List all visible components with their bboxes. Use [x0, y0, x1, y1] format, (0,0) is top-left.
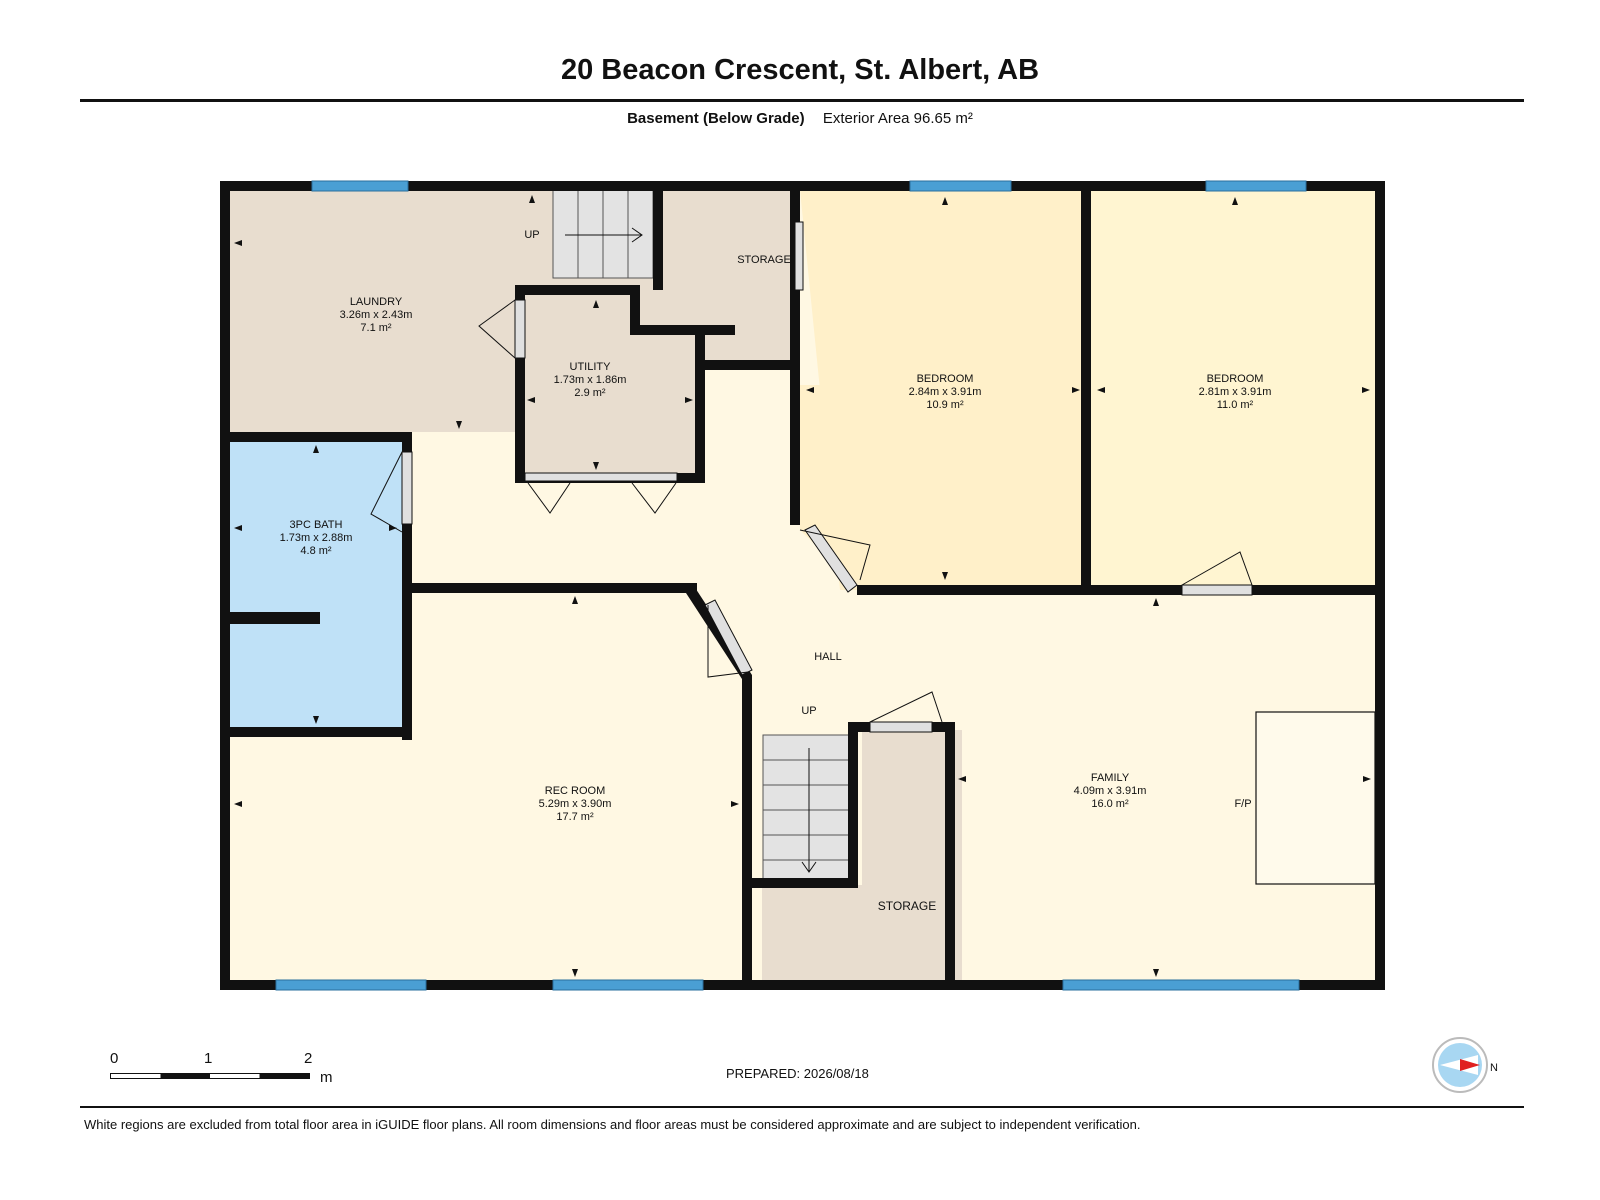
windows	[275, 180, 1307, 991]
utility-bifold-door	[524, 472, 678, 482]
bath-name: 3PC BATH	[290, 519, 343, 531]
footer-rule	[80, 1106, 1524, 1108]
laundry-area: 7.1 m²	[360, 322, 392, 334]
fireplace-outline	[1255, 711, 1376, 885]
bath-door	[401, 451, 413, 525]
stair-up-label-top: UP	[524, 229, 539, 241]
bedroom1-door	[804, 524, 858, 593]
bath-fill	[225, 442, 407, 730]
doors	[370, 221, 1253, 733]
bedroom2-area: 11.0 m²	[1217, 399, 1254, 411]
window	[1062, 979, 1300, 991]
scale-bar: 0 1 2 m	[110, 1050, 350, 1090]
rec-room-name: REC ROOM	[545, 785, 606, 797]
bedroom1-name: BEDROOM	[917, 373, 974, 385]
level-label: Basement (Below Grade)	[627, 110, 805, 127]
storage-door	[794, 221, 804, 291]
window	[552, 979, 704, 991]
prepared-date: PREPARED: 2026/08/18	[726, 1066, 869, 1081]
north-exterior-wall	[220, 181, 1385, 191]
bedroom1-fill-upper	[800, 190, 1085, 590]
bedroom2-name: BEDROOM	[1207, 373, 1264, 385]
utility-dimensions: 1.73m x 1.86m	[554, 374, 627, 386]
plan-subtitle: Basement (Below Grade) Exterior Area 96.…	[0, 110, 1600, 127]
scale-tick-1: 1	[204, 1050, 213, 1067]
scale-bar-graphic	[110, 1073, 310, 1079]
utility-door	[514, 299, 526, 359]
window	[311, 180, 409, 192]
window	[909, 180, 1012, 192]
window	[275, 979, 427, 991]
fireplace-label: F/P	[1234, 798, 1251, 810]
plan-title: 20 Beacon Crescent, St. Albert, AB	[560, 54, 1040, 86]
utility-area: 2.9 m²	[574, 387, 606, 399]
bath-area: 4.8 m²	[300, 545, 332, 557]
hall-label: HALL	[814, 651, 842, 663]
scale-tick-0: 0	[110, 1050, 119, 1067]
utility-name: UTILITY	[570, 361, 612, 373]
north-compass-icon: N	[1432, 1037, 1498, 1093]
scale-tick-2: 2	[304, 1050, 313, 1067]
family-dimensions: 4.09m x 3.91m	[1074, 785, 1147, 797]
bedroom1-dimensions: 2.84m x 3.91m	[909, 386, 982, 398]
family-area: 16.0 m²	[1091, 798, 1129, 810]
room-labels: LAUNDRY 3.26m x 2.43m 7.1 m² UTILITY 1.7…	[280, 229, 1272, 913]
window	[1205, 180, 1307, 192]
stair-up-label-bottom: UP	[801, 705, 816, 717]
bedroom2-door	[1181, 584, 1253, 596]
storage-bottom-label: STORAGE	[878, 899, 936, 913]
scale-unit: m	[320, 1069, 333, 1086]
storage-top-label: STORAGE	[737, 254, 791, 266]
compass-north-label: N	[1490, 1062, 1498, 1074]
bath-dimensions: 1.73m x 2.88m	[280, 532, 353, 544]
rec-door	[704, 599, 753, 676]
rec-room-area: 17.7 m²	[556, 811, 594, 823]
storage-bottom-door	[869, 721, 933, 733]
west-exterior-wall	[220, 181, 230, 990]
bottom-staircase	[762, 734, 856, 884]
laundry-name: LAUNDRY	[350, 296, 403, 308]
south-exterior-wall	[220, 980, 1385, 990]
top-staircase	[552, 189, 654, 279]
disclaimer-text: White regions are excluded from total fl…	[84, 1117, 1141, 1132]
bedroom1-area: 10.9 m²	[926, 399, 964, 411]
bedroom2-fill	[1090, 190, 1375, 590]
laundry-dimensions: 3.26m x 2.43m	[340, 309, 413, 321]
rec-room-dimensions: 5.29m x 3.90m	[539, 798, 612, 810]
exterior-area: Exterior Area 96.65 m²	[822, 110, 973, 127]
dimension-markers	[234, 195, 1371, 977]
family-name: FAMILY	[1091, 772, 1130, 784]
bedroom2-dimensions: 2.81m x 3.91m	[1199, 386, 1272, 398]
header-rule	[80, 99, 1524, 102]
